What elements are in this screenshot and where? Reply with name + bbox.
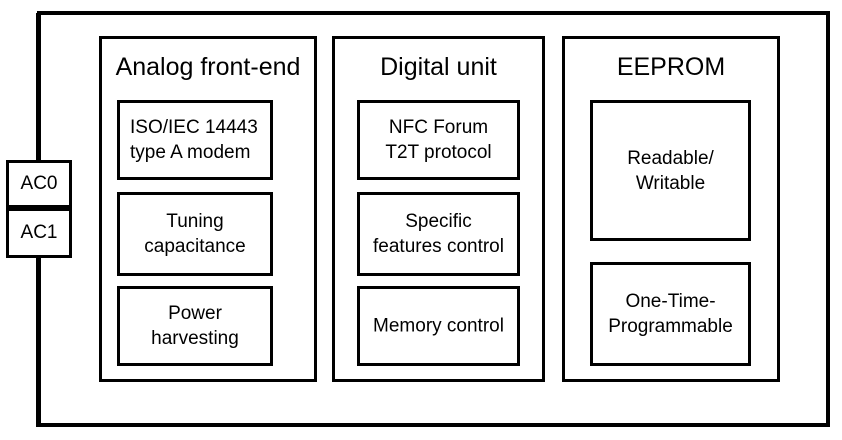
block-tuning-capacitance-label: Tuning capacitance: [144, 211, 246, 257]
pin-ac0[interactable]: AC0: [6, 160, 72, 208]
pin-ac1[interactable]: AC1: [6, 208, 72, 258]
block-power-harvesting-label: Power harvesting: [151, 303, 239, 349]
block-tuning-capacitance[interactable]: Tuning capacitance: [117, 192, 273, 276]
block-readable-writable[interactable]: Readable/ Writable: [590, 100, 751, 241]
block-nfc-forum-t2t[interactable]: NFC Forum T2T protocol: [357, 100, 520, 180]
block-readable-writable-label: Readable/ Writable: [627, 147, 714, 194]
block-one-time-programmable-label: One-Time- Programmable: [608, 291, 733, 337]
pin-ac1-label: AC1: [20, 222, 58, 243]
block-power-harvesting[interactable]: Power harvesting: [117, 286, 273, 366]
antenna-wire-lower: [36, 258, 40, 427]
block-memory-control[interactable]: Memory control: [357, 286, 520, 366]
block-specific-features-control-label: Specific features control: [373, 211, 504, 257]
pin-ac0-label: AC0: [20, 173, 58, 194]
group-eeprom-title: EEPROM: [616, 53, 726, 81]
block-one-time-programmable[interactable]: One-Time- Programmable: [590, 262, 751, 366]
group-analog-front-end-title: Analog front-end: [115, 53, 301, 81]
block-memory-control-label: Memory control: [373, 315, 504, 337]
block-iso-modem[interactable]: ISO/IEC 14443 type A modem: [117, 100, 273, 180]
antenna-wire-upper: [36, 13, 40, 163]
group-digital-unit-title: Digital unit: [380, 53, 497, 81]
block-iso-modem-label: ISO/IEC 14443 type A modem: [130, 117, 258, 163]
block-specific-features-control[interactable]: Specific features control: [357, 192, 520, 276]
block-nfc-forum-t2t-label: NFC Forum T2T protocol: [385, 117, 492, 163]
